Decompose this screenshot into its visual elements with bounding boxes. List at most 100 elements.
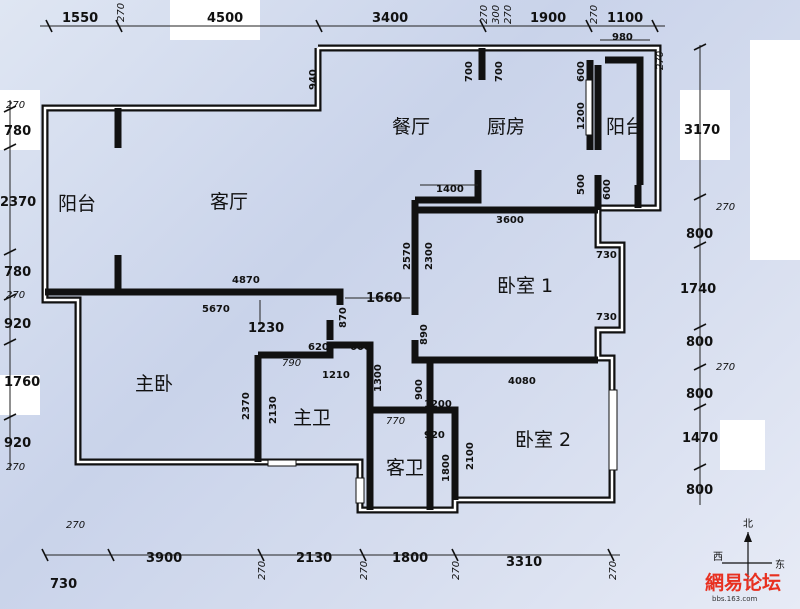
top-dimensions: 1550 270 4500 3400 270 300 270 1900 270 … bbox=[62, 3, 666, 70]
dim-text: 2570 bbox=[402, 242, 413, 270]
dim-text: 270 bbox=[257, 561, 268, 580]
compass-west: 西 bbox=[713, 552, 723, 563]
dim-text: 890 bbox=[419, 324, 430, 345]
dimension-lines bbox=[9, 25, 701, 556]
dim-text: 270 bbox=[503, 5, 514, 24]
dim-text: 1100 bbox=[607, 11, 643, 26]
room-guest-bath: 客卫 bbox=[386, 457, 424, 479]
dimension-ticks bbox=[3, 19, 707, 562]
dim-text: 3400 bbox=[372, 11, 408, 26]
dim-text: 900 bbox=[414, 379, 425, 400]
dim-text: 1230 bbox=[248, 321, 284, 336]
dim-text: 600 bbox=[602, 179, 613, 200]
room-bedroom2: 卧室 2 bbox=[515, 429, 571, 451]
dim-text: 270 bbox=[116, 3, 127, 22]
dim-text: 4500 bbox=[207, 11, 243, 26]
mask-box bbox=[0, 90, 40, 150]
dim-text: 2300 bbox=[424, 242, 435, 270]
dim-text: 800 bbox=[686, 483, 713, 498]
dim-text: 870 bbox=[338, 307, 349, 328]
dim-text: 270 bbox=[608, 561, 619, 580]
dim-text: 1400 bbox=[436, 184, 464, 195]
dim-text: 270 bbox=[6, 100, 25, 111]
dim-text: 300 bbox=[491, 5, 502, 24]
dim-text: 2370 bbox=[241, 392, 252, 420]
dim-text: 2370 bbox=[0, 195, 36, 210]
dim-text: 270 bbox=[66, 520, 85, 531]
room-bedroom1: 卧室 1 bbox=[497, 275, 553, 297]
dim-text: 3900 bbox=[146, 551, 182, 566]
room-dining: 餐厅 bbox=[392, 116, 430, 138]
dim-text: 730 bbox=[596, 250, 617, 261]
dim-text: 3170 bbox=[684, 123, 720, 138]
dim-text: 270 bbox=[451, 561, 462, 580]
room-master: 主卧 bbox=[135, 373, 173, 395]
mask-box bbox=[0, 375, 40, 415]
watermark: 網易论坛 bbs.163.com bbox=[705, 571, 781, 603]
dim-text: 730 bbox=[596, 312, 617, 323]
room-balcony-left: 阳台 bbox=[58, 193, 96, 215]
dim-text: 780 bbox=[4, 265, 31, 280]
mask-box bbox=[170, 0, 260, 40]
dim-text: 800 bbox=[686, 227, 713, 242]
dim-text: 2130 bbox=[296, 551, 332, 566]
room-balcony-right: 阳台 bbox=[606, 116, 644, 138]
dim-text: 780 bbox=[4, 124, 31, 139]
bottom-dimensions: 270 730 3900 270 2130 270 1800 270 3310 … bbox=[50, 520, 619, 592]
dim-text: 700 bbox=[464, 61, 475, 82]
dim-text: 500 bbox=[576, 174, 587, 195]
left-dimensions: 270 780 2370 780 270 920 1760 920 270 bbox=[0, 100, 40, 473]
dim-text: 270 bbox=[6, 290, 25, 301]
room-master-bath: 主卫 bbox=[293, 407, 331, 429]
compass-north: 北 bbox=[743, 518, 753, 530]
dim-text: 270 bbox=[655, 51, 666, 70]
dim-text: 5670 bbox=[202, 304, 230, 315]
dim-text: 620 bbox=[308, 342, 329, 353]
dim-text: 4080 bbox=[508, 376, 536, 387]
interior-dimensions: 940 700 700 600 1200 500 600 1400 3600 2… bbox=[202, 61, 617, 482]
dim-text: 1200 bbox=[424, 399, 452, 410]
dim-text: 1550 bbox=[62, 11, 98, 26]
dim-text: 2100 bbox=[465, 442, 476, 470]
dim-text: 1300 bbox=[373, 364, 384, 392]
compass-east: 东 bbox=[775, 558, 785, 571]
room-living: 客厅 bbox=[210, 191, 248, 213]
dim-text: 1470 bbox=[682, 431, 718, 446]
dim-text: 730 bbox=[50, 577, 77, 592]
right-dimensions: 3170 270 800 1740 800 270 800 1470 800 bbox=[680, 123, 735, 498]
north-arrow-icon bbox=[744, 532, 752, 542]
dim-text: 1900 bbox=[530, 11, 566, 26]
dim-text: 600 bbox=[350, 342, 371, 353]
watermark-sub: bbs.163.com bbox=[712, 595, 757, 603]
dim-text: 790 bbox=[282, 358, 301, 369]
dim-text: 920 bbox=[4, 436, 31, 451]
dim-text: 1740 bbox=[680, 282, 716, 297]
watermark-brand: 網易论坛 bbox=[705, 571, 781, 594]
dim-text: 270 bbox=[589, 5, 600, 24]
dim-text: 3310 bbox=[506, 555, 542, 570]
room-kitchen: 厨房 bbox=[487, 116, 525, 138]
mask-box bbox=[720, 420, 765, 470]
dim-text: 270 bbox=[6, 462, 25, 473]
dim-text: 270 bbox=[479, 5, 490, 24]
windows bbox=[267, 79, 618, 504]
dim-text: 1200 bbox=[576, 102, 587, 130]
dim-text: 800 bbox=[686, 335, 713, 350]
dim-text: 770 bbox=[386, 416, 405, 427]
mask-box bbox=[750, 40, 800, 260]
dim-text: 1660 bbox=[366, 291, 402, 306]
dim-text: 270 bbox=[716, 202, 735, 213]
dim-text: 700 bbox=[494, 61, 505, 82]
dim-text: 2130 bbox=[268, 396, 279, 424]
dim-text: 940 bbox=[308, 69, 319, 90]
mask-box bbox=[680, 90, 730, 160]
room-labels: 餐厅 厨房 阳台 阳台 客厅 卧室 1 主卧 主卫 客卫 卧室 2 bbox=[58, 116, 644, 479]
dim-text: 920 bbox=[424, 430, 445, 441]
dim-text: 3600 bbox=[496, 215, 524, 226]
dim-text: 980 bbox=[612, 32, 633, 43]
dim-text: 600 bbox=[576, 61, 587, 82]
dim-text: 1800 bbox=[392, 551, 428, 566]
dim-text: 270 bbox=[716, 362, 735, 373]
dim-text: 1210 bbox=[322, 370, 350, 381]
